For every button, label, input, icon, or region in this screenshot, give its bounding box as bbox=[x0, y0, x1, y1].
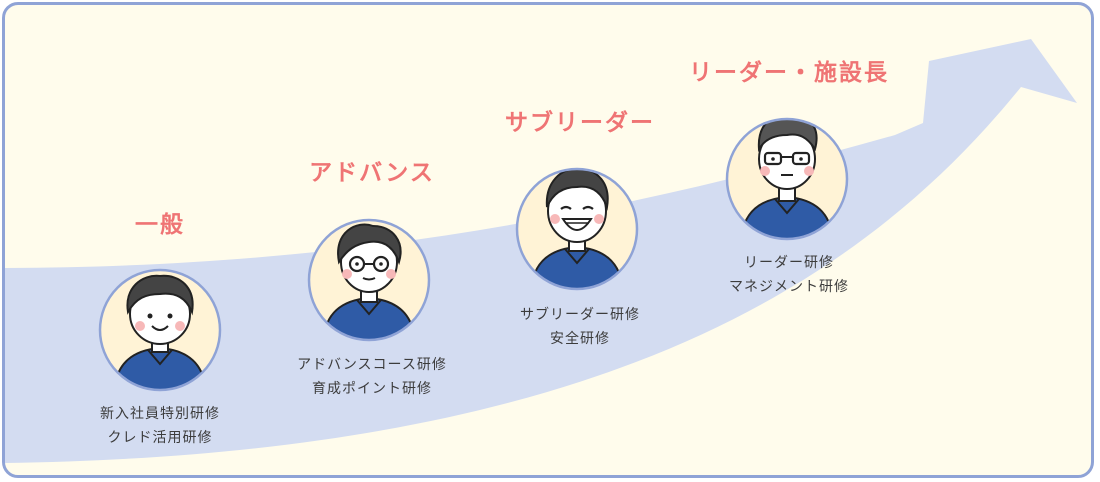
course-list: リーダー研修 マネジメント研修 bbox=[669, 251, 909, 299]
course-item: 安全研修 bbox=[550, 331, 610, 347]
stage-title: 一般 bbox=[135, 212, 185, 238]
course-list: サブリーダー研修 安全研修 bbox=[460, 303, 700, 351]
course-item: 育成ポイント研修 bbox=[312, 381, 432, 397]
laughing-staff-avatar-icon bbox=[515, 167, 639, 291]
course-item: アドバンスコース研修 bbox=[297, 357, 447, 373]
course-item: マネジメント研修 bbox=[729, 279, 849, 295]
course-list: アドバンスコース研修 育成ポイント研修 bbox=[252, 353, 492, 401]
course-item: クレド活用研修 bbox=[107, 430, 213, 446]
senior-glasses-staff-avatar-icon bbox=[725, 117, 849, 241]
course-item: 新入社員特別研修 bbox=[100, 406, 220, 422]
stage-title: サブリーダー bbox=[505, 110, 655, 136]
course-list: 新入社員特別研修 クレド活用研修 bbox=[40, 402, 280, 450]
stage-title: アドバンス bbox=[309, 160, 435, 186]
course-item: サブリーダー研修 bbox=[520, 307, 640, 323]
glasses-staff-avatar-icon bbox=[307, 218, 431, 342]
smiling-staff-avatar-icon bbox=[98, 268, 222, 392]
stage-title: リーダー・施設長 bbox=[689, 60, 889, 86]
course-item: リーダー研修 bbox=[744, 255, 834, 271]
